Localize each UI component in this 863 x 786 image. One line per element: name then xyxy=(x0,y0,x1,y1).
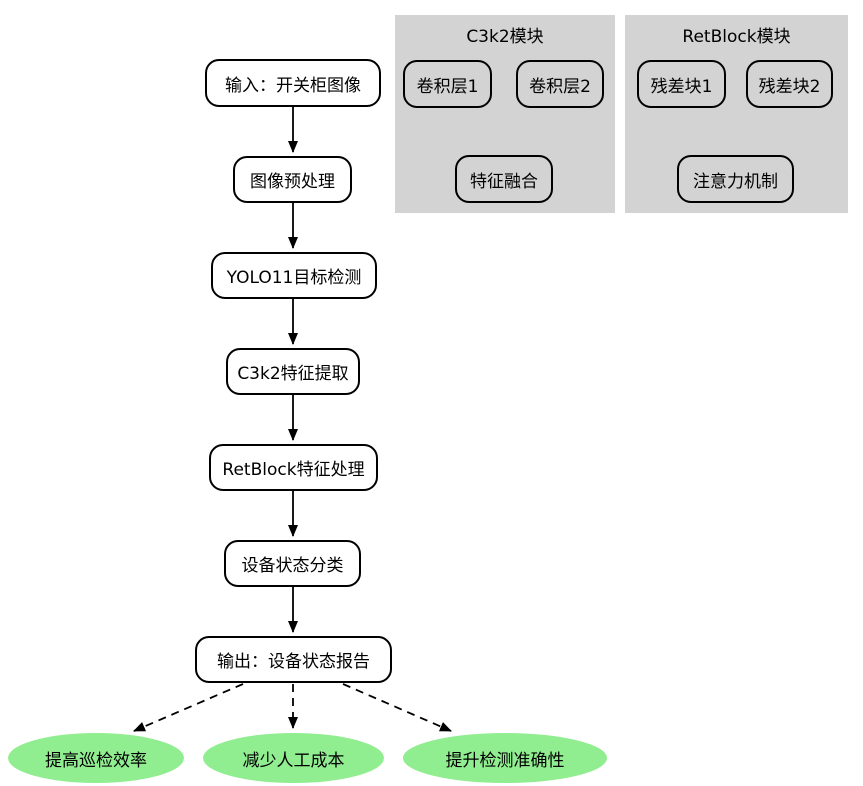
outcome-detection-accuracy: 提升检测准确性 xyxy=(403,733,607,783)
node-yolo11-detection: YOLO11目标检测 xyxy=(211,252,377,299)
node-retblock-feature-processing: RetBlock特征处理 xyxy=(209,444,378,491)
node-c3k2-feature-extraction: C3k2特征提取 xyxy=(226,348,360,395)
cluster-c3k2-module: C3k2模块 xyxy=(395,15,615,213)
cluster-retblock-module: RetBlock模块 xyxy=(625,15,848,213)
node-feature-fusion: 特征融合 xyxy=(455,155,553,203)
node-conv-layer-2: 卷积层2 xyxy=(516,60,604,108)
node-device-status-classification: 设备状态分类 xyxy=(224,540,361,587)
outcome-inspection-efficiency: 提高巡检效率 xyxy=(8,733,184,783)
node-image-preprocess: 图像预处理 xyxy=(233,156,352,203)
node-conv-layer-1: 卷积层1 xyxy=(403,60,492,108)
cluster-title: RetBlock模块 xyxy=(682,27,791,47)
outcome-labor-cost: 减少人工成本 xyxy=(203,733,384,783)
node-output-status-report: 输出：设备状态报告 xyxy=(195,636,392,683)
node-residual-block-2: 残差块2 xyxy=(746,60,833,108)
cluster-title: C3k2模块 xyxy=(466,27,544,47)
node-input-image: 输入：开关柜图像 xyxy=(205,59,381,107)
node-attention-mechanism: 注意力机制 xyxy=(677,155,794,203)
outcome-arrow xyxy=(133,683,244,732)
node-residual-block-1: 残差块1 xyxy=(637,60,726,108)
outcome-arrow xyxy=(342,683,452,732)
